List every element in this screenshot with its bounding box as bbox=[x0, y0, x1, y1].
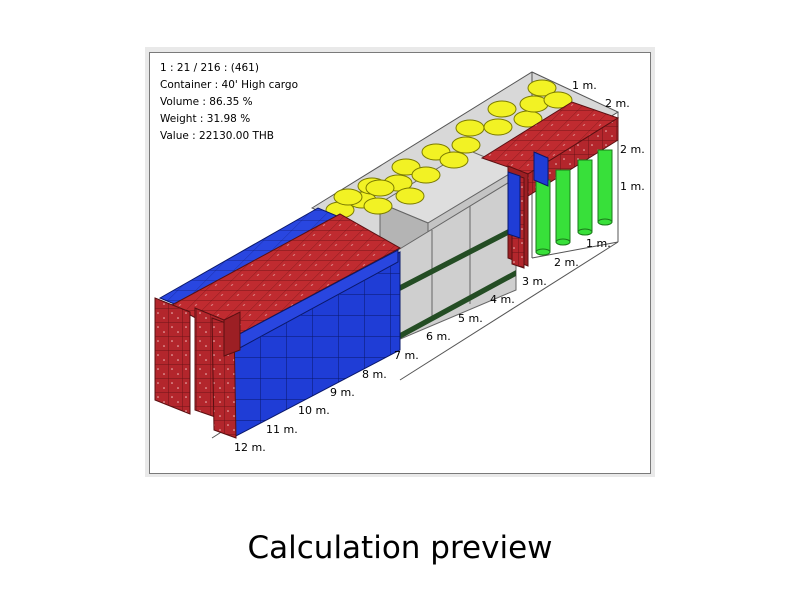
height-label-1: 1 m. bbox=[620, 180, 645, 193]
length-label-7: 7 m. bbox=[394, 349, 419, 362]
height-scale: 1 m. 2 m. bbox=[620, 143, 645, 193]
length-label-6: 6 m. bbox=[426, 330, 451, 343]
width-label-2: 2 m. bbox=[605, 97, 630, 110]
info-weight: Weight : 31.98 % bbox=[160, 113, 251, 125]
caption: Calculation preview bbox=[247, 530, 553, 566]
info-volume: Volume : 86.35 % bbox=[160, 96, 253, 108]
length-label-4: 4 m. bbox=[490, 293, 515, 306]
length-label-2: 2 m. bbox=[554, 256, 579, 269]
info-container: Container : 40' High cargo bbox=[160, 79, 299, 91]
length-label-11: 11 m. bbox=[266, 423, 298, 436]
red-cargo-front bbox=[154, 297, 241, 439]
info-value: Value : 22130.00 THB bbox=[160, 130, 274, 142]
length-label-12: 12 m. bbox=[234, 441, 266, 454]
length-label-9: 9 m. bbox=[330, 386, 355, 399]
grey-cargo-block bbox=[378, 149, 518, 341]
blue-cargo-right bbox=[507, 151, 549, 239]
length-scale: 1 m. 2 m. 3 m. 4 m. 5 m. 6 m. 7 m. 8 m. 9 m.10 m… bbox=[234, 237, 611, 454]
width-scale: 1 m. 2 m. bbox=[572, 79, 630, 110]
green-cylinder-stack bbox=[535, 149, 613, 256]
info-run-counts: 1 : 21 / 216 : (461) bbox=[160, 62, 259, 74]
length-label-3: 3 m. bbox=[522, 275, 547, 288]
yellow-cylinder-layer bbox=[325, 79, 573, 219]
width-label-1: 1 m. bbox=[572, 79, 597, 92]
length-label-10: 10 m. bbox=[298, 404, 330, 417]
height-label-2: 2 m. bbox=[620, 143, 645, 156]
length-label-1: 1 m. bbox=[586, 237, 611, 250]
length-label-5: 5 m. bbox=[458, 312, 483, 325]
length-label-8: 8 m. bbox=[362, 368, 387, 381]
